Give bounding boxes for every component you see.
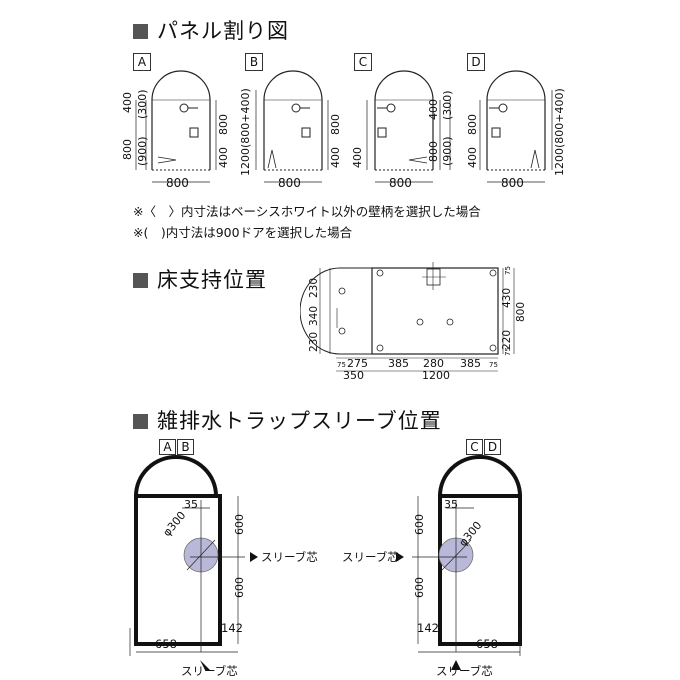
panel-a-top: 400 — [121, 92, 134, 113]
panel-a-right-top: 800 — [217, 114, 230, 135]
floor-left-top: 230 — [308, 278, 320, 298]
panel-b-right-top: 800 — [329, 114, 342, 135]
panel-a-top-alt: (300) — [136, 89, 149, 119]
drain-cd-offset: 35 — [444, 498, 458, 511]
floor-total-350: 350 — [343, 369, 364, 382]
drain-ab-offset: 35 — [184, 498, 198, 511]
drain-diagram-cd — [396, 455, 522, 670]
drain-section-title: 雑排水トラップスリーブ位置 — [133, 405, 442, 435]
panel-c-right-top: 400 — [427, 99, 440, 120]
panel-a-right-bottom: 400 — [217, 147, 230, 168]
floor-section-title: 床支持位置 — [133, 264, 267, 294]
floor-right-upper: 430 — [501, 288, 513, 308]
panel-c-right-top-alt: (300) — [441, 90, 454, 120]
drain-label-b: B — [177, 439, 194, 455]
drain-cd-sleeve-bottom: スリーブ芯 — [436, 664, 493, 678]
floor-bottom-385-b: 385 — [460, 357, 481, 370]
drain-cd-right-width: 658 — [476, 637, 498, 651]
floor-bottom-75-left: 75 — [337, 361, 346, 369]
panel-a-alt: (900) — [136, 136, 149, 166]
panel-diagram-d — [479, 70, 553, 183]
drain-ab-lower: 600 — [233, 577, 246, 598]
drain-cd-lower: 600 — [413, 577, 426, 598]
floor-bottom-275: 275 — [347, 357, 368, 370]
drain-diagrams: 35 φ300 600 600 スリーブ芯 658 142 スリーブ芯 35 φ… — [129, 455, 522, 678]
drain-ab-sleeve-bottom: スリーブ芯 — [181, 664, 238, 678]
panel-d-left-bottom: 400 — [466, 147, 479, 168]
panel-label-c: C — [354, 53, 372, 71]
panel-section-title: パネル割り図 — [133, 15, 289, 45]
floor-bottom-280: 280 — [423, 357, 444, 370]
panel-diagram-a — [135, 70, 217, 183]
panel-c-left-bottom: 400 — [351, 147, 364, 168]
panel-label-a: A — [133, 53, 151, 71]
note-900-door: ※( )内寸法は900ドアを選択した場合 — [133, 225, 353, 240]
drain-label-a: A — [159, 439, 176, 455]
drain-diagram-ab — [129, 455, 258, 670]
panel-c-width: 800 — [389, 176, 412, 190]
floor-right-lower: 220 — [501, 330, 513, 350]
drain-cd-diameter: φ300 — [456, 519, 484, 549]
panel-c-right-mid-alt: (900) — [441, 136, 454, 166]
panel-d-total: 1200(800+400) — [553, 88, 566, 176]
floor-diagram: 230 340 230 430 220 800 75 75 75 275 385… — [300, 262, 527, 382]
section-square-icon — [133, 24, 148, 39]
panel-label-d: D — [467, 53, 485, 71]
drain-cd-left-width: 142 — [417, 621, 439, 635]
floor-left-bottom: 230 — [308, 332, 320, 352]
drain-cd-upper: 600 — [413, 514, 426, 535]
drain-ab-sleeve-right: スリーブ芯 — [261, 550, 318, 564]
floor-left-mid: 340 — [308, 306, 320, 326]
panel-diagram-b — [255, 70, 329, 183]
panel-a-total: 800 — [121, 139, 134, 160]
floor-right-small-bottom: 75 — [504, 347, 512, 356]
drain-cd-sleeve-left: スリーブ芯 — [342, 550, 399, 564]
drain-label-c: C — [466, 439, 483, 455]
panel-diagram-c — [366, 70, 451, 183]
panel-b-right-bottom: 400 — [329, 147, 342, 168]
drain-ab-diameter: φ300 — [160, 509, 188, 539]
panel-c-right-mid: 800 — [427, 141, 440, 162]
panel-a-width: 800 — [166, 176, 189, 190]
floor-right-small-top: 75 — [504, 266, 512, 275]
drain-ab-right-width: 142 — [221, 621, 243, 635]
floor-bottom-385-a: 385 — [388, 357, 409, 370]
drain-ab-left-width: 658 — [155, 637, 177, 651]
floor-right-total: 800 — [515, 302, 527, 322]
panel-b-width: 800 — [278, 176, 301, 190]
floor-total-1200: 1200 — [422, 369, 450, 382]
panel-d-left-top: 800 — [466, 114, 479, 135]
section-square-icon — [133, 414, 148, 429]
panel-label-b: B — [245, 53, 263, 71]
drain-ab-upper: 600 — [233, 514, 246, 535]
floor-bottom-75-right: 75 — [489, 361, 498, 369]
section-square-icon — [133, 273, 148, 288]
drain-label-d: D — [484, 439, 501, 455]
note-wall-pattern: ※〈 〉内寸法はベーシスホワイト以外の壁柄を選択した場合 — [133, 204, 481, 219]
panel-d-width: 800 — [501, 176, 524, 190]
panel-b-total: 1200(800+400) — [239, 88, 252, 176]
panel-diagrams: 400 (300) 800 (900) 800 400 800 1200(800… — [121, 70, 566, 190]
